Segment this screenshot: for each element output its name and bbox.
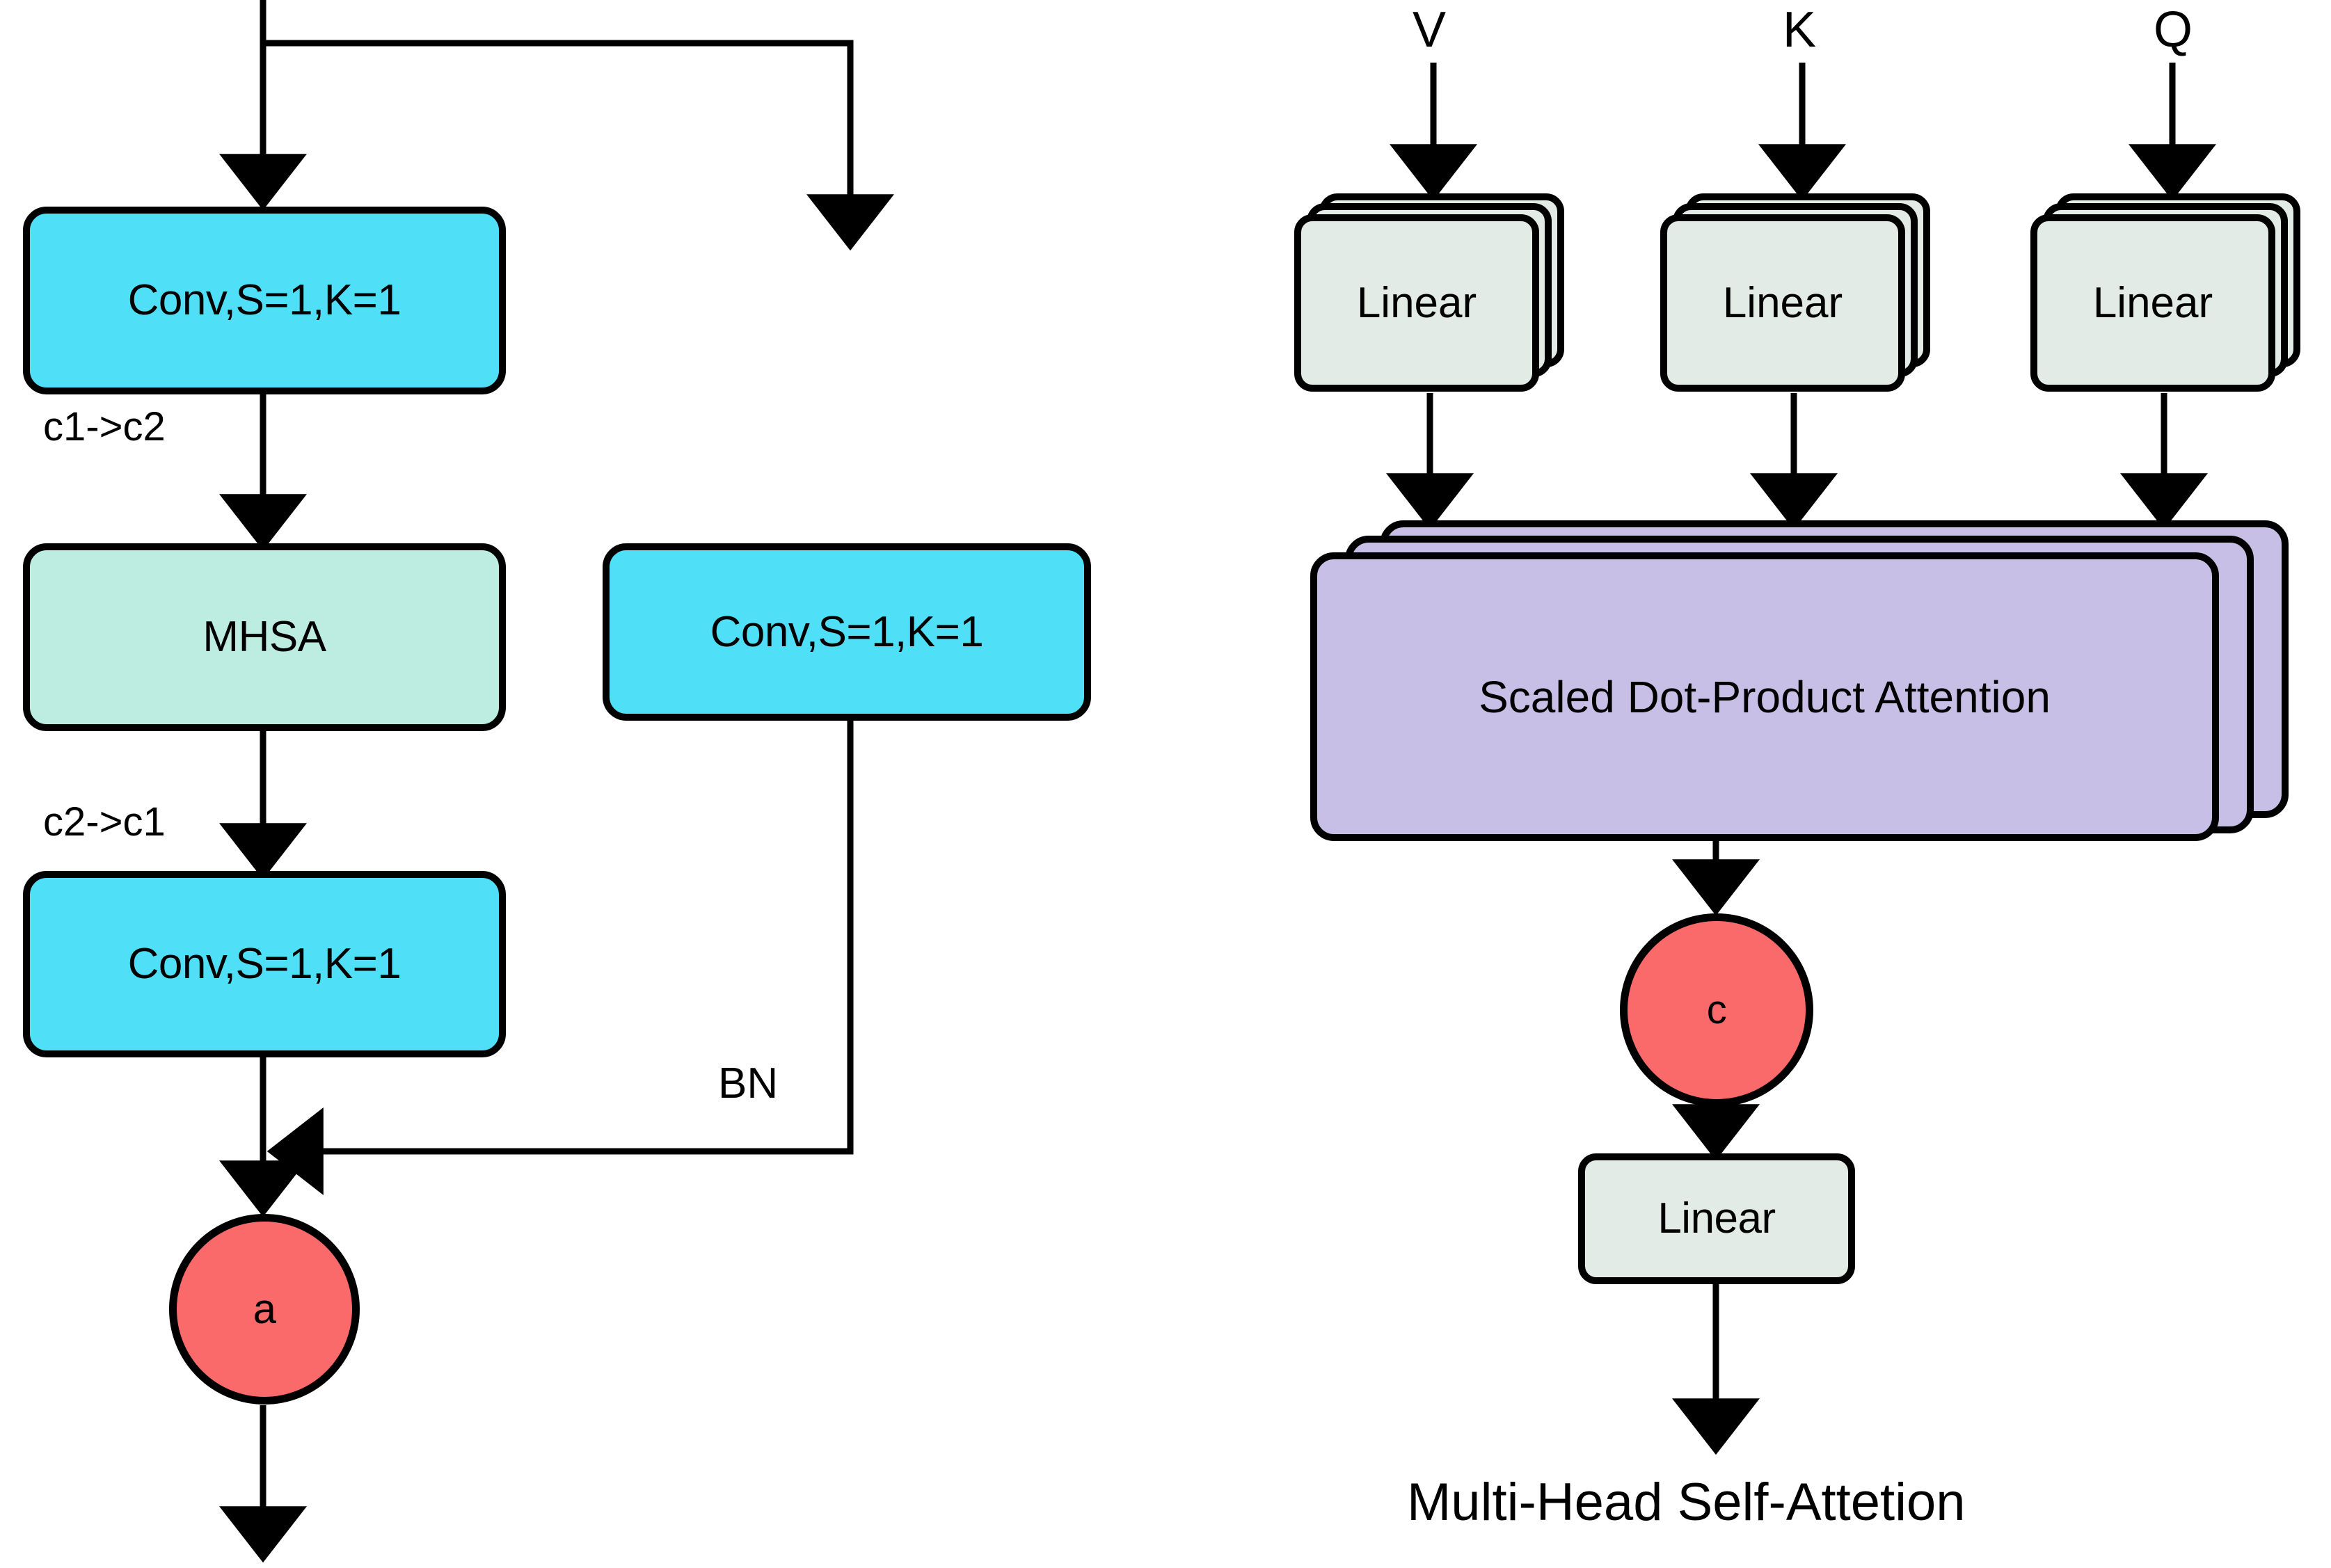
node-conv-shortcut[interactable]: Conv,S=1,K=1	[603, 543, 1091, 721]
linear-stack-v[interactable]: Linear	[1294, 193, 1586, 395]
node-output-linear[interactable]: Linear	[1578, 1153, 1855, 1284]
input-label-v: V	[1413, 2, 1447, 58]
linear-stack-q-label: Linear	[2092, 279, 2213, 327]
node-conv-bottom[interactable]: Conv,S=1,K=1	[23, 871, 506, 1057]
attention-stack-label: Scaled Dot-Product Attention	[1479, 671, 2051, 722]
node-concat-circle-label: c	[1706, 986, 1727, 1032]
edge-label-c2-to-c1: c2->c1	[43, 799, 166, 845]
node-conv-shortcut-label: Conv,S=1,K=1	[710, 607, 984, 656]
linear-stack-k-card-front[interactable]: Linear	[1660, 214, 1905, 392]
linear-stack-v-label: Linear	[1356, 279, 1477, 327]
linear-stack-v-card-front[interactable]: Linear	[1294, 214, 1539, 392]
linear-stack-q-card-front[interactable]: Linear	[2030, 214, 2275, 392]
input-label-q: Q	[2154, 2, 2193, 58]
node-conv-bottom-label: Conv,S=1,K=1	[127, 940, 401, 989]
node-sum-circle-label: a	[253, 1286, 276, 1333]
edge-label-bn: BN	[718, 1059, 779, 1107]
node-output-linear-label: Linear	[1657, 1194, 1776, 1243]
linear-stack-k[interactable]: Linear	[1660, 193, 1952, 395]
node-mhsa-label: MHSA	[202, 613, 326, 662]
edge-label-c1-to-c2: c1->c2	[43, 404, 166, 449]
edge-residual-to-conv-shortcut	[263, 40, 894, 251]
input-label-k: K	[1783, 2, 1817, 58]
node-concat-circle[interactable]: c	[1620, 913, 1813, 1107]
attention-stack-card-front[interactable]: Scaled Dot-Product Attention	[1310, 552, 2219, 841]
node-conv-top[interactable]: Conv,S=1,K=1	[23, 207, 506, 394]
node-sum-circle[interactable]: a	[169, 1214, 360, 1405]
node-mhsa[interactable]: MHSA	[23, 543, 506, 731]
linear-stack-q[interactable]: Linear	[2030, 193, 2323, 395]
attention-stack[interactable]: Scaled Dot-Product Attention	[1310, 520, 2298, 847]
caption-multi-head-self-attention: Multi-Head Self-Attetion	[1407, 1473, 1966, 1532]
linear-stack-k-label: Linear	[1722, 279, 1843, 327]
node-conv-top-label: Conv,S=1,K=1	[127, 276, 401, 325]
edge-shortcut-to-sum	[266, 720, 854, 1195]
